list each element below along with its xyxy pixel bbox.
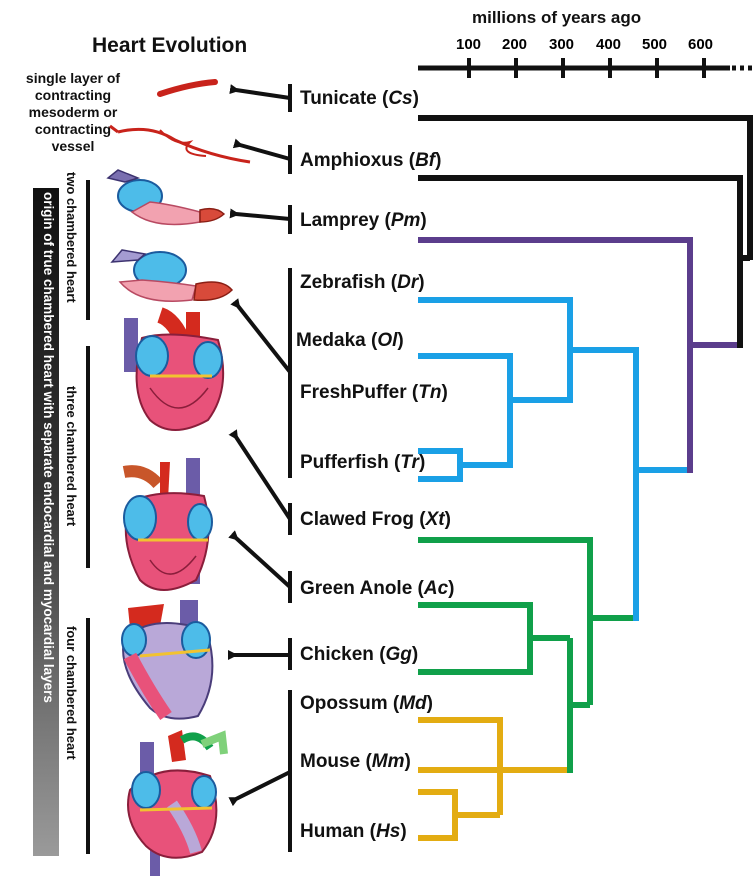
heart-icon — [124, 312, 223, 430]
arrow-icon — [236, 90, 290, 98]
heart-icon — [124, 458, 212, 590]
vessel-icon — [110, 126, 250, 162]
tree-branch — [418, 300, 570, 400]
tree-branch — [418, 451, 460, 479]
heart-icon — [108, 170, 224, 224]
vessel-icon — [160, 82, 215, 94]
heart-icon — [128, 730, 224, 876]
arrow-icon — [236, 214, 290, 219]
tree-branch — [418, 720, 500, 770]
phylogenetic-tree — [418, 118, 750, 838]
tree-branch — [418, 605, 530, 672]
arrow-icon — [236, 437, 290, 519]
time-axis — [418, 58, 752, 78]
heart-icon — [122, 600, 212, 719]
heart-icon — [112, 250, 232, 301]
arrow-icon — [236, 538, 290, 587]
arrow-icon — [238, 306, 290, 372]
tree-branch — [418, 792, 455, 838]
tree-branch — [418, 540, 590, 705]
arrows — [234, 90, 290, 799]
arrow-icon — [236, 772, 290, 799]
arrow-icon — [240, 145, 290, 159]
